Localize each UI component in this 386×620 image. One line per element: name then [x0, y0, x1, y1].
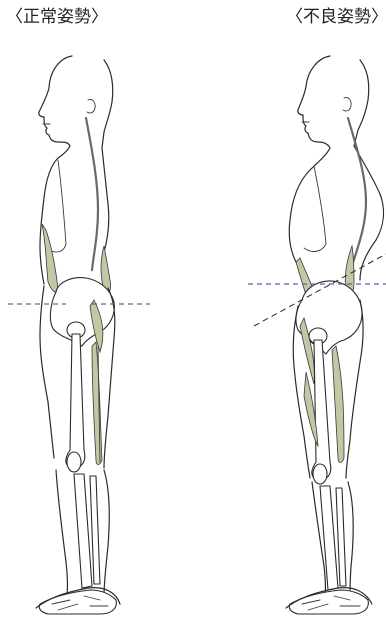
poor-head-outline	[298, 56, 369, 148]
normal-shin-front	[56, 470, 68, 600]
normal-spine	[86, 118, 98, 270]
poor-calf	[348, 482, 353, 596]
poor-spine	[348, 118, 366, 266]
poor-knee	[313, 464, 327, 484]
normal-abdominal-muscle	[42, 224, 58, 292]
poor-femur	[312, 340, 331, 478]
normal-tibia	[74, 474, 92, 588]
poor-hamstring	[332, 346, 344, 463]
normal-fibula	[90, 476, 100, 584]
normal-head-outline	[39, 56, 113, 148]
poor-torso-front	[289, 148, 330, 262]
poor-fibula	[336, 488, 346, 586]
normal-femur	[66, 334, 85, 466]
normal-foot	[39, 590, 116, 614]
poor-back	[354, 146, 383, 280]
poor-ear	[343, 97, 351, 110]
poor-tibia	[320, 486, 338, 590]
normal-calf	[104, 470, 109, 596]
normal-arm-outline	[50, 160, 66, 252]
poor-foot	[289, 590, 368, 614]
normal-posture-figure	[8, 56, 150, 614]
normal-hamstring	[92, 342, 102, 465]
poor-posture-figure	[248, 56, 386, 614]
normal-knee	[67, 452, 81, 472]
poor-arm-outline	[304, 166, 326, 251]
normal-torso-front	[40, 146, 70, 284]
normal-ear	[87, 99, 95, 112]
